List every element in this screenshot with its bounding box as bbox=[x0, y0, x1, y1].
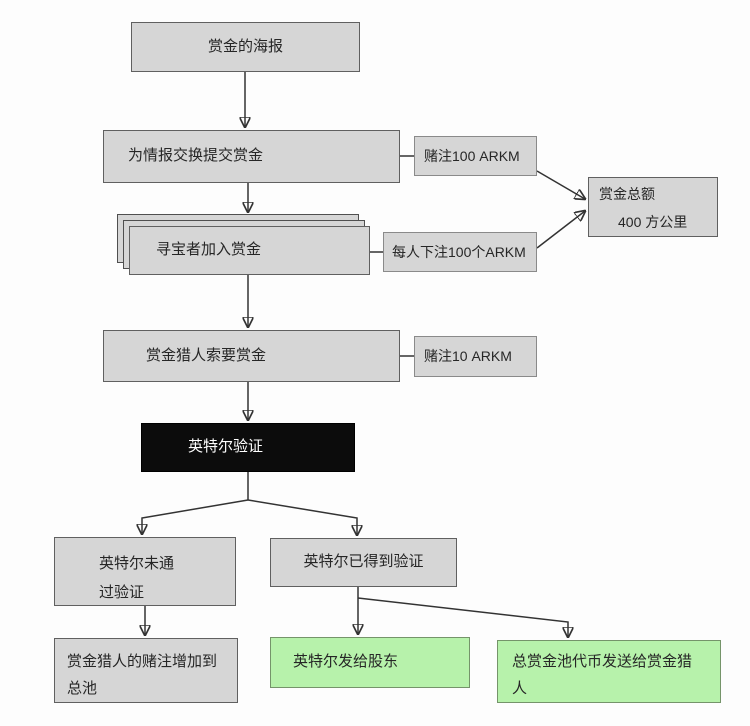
node-label: 赏金猎人索要赏金 bbox=[146, 346, 267, 364]
node-label: 英特尔发给股东 bbox=[293, 653, 399, 671]
node-label-line2: 总池 bbox=[67, 680, 98, 697]
node-label-line2: 过验证 bbox=[99, 584, 145, 602]
node-intel-to-stakeholders: 英特尔发给股东 bbox=[270, 637, 470, 688]
node-label: 英特尔验证 bbox=[188, 438, 264, 456]
node-stake-added-to-pool: 赏金猎人的赌注增加到 总池 bbox=[54, 638, 238, 703]
edge-verified-to-poolhunter bbox=[357, 597, 568, 637]
node-each-bet-100-arkm: 每人下注100个ARKM bbox=[383, 232, 537, 272]
node-label: 赏金的海报 bbox=[207, 37, 283, 55]
node-intel-verification: 英特尔验证 bbox=[141, 423, 355, 472]
node-intel-verified: 英特尔已得到验证 bbox=[270, 538, 457, 587]
node-label: 英特尔已得到验证 bbox=[303, 553, 424, 571]
node-hunters-join: 寻宝者加入赏金 bbox=[129, 226, 370, 275]
node-intel-not-verified: 英特尔未通 过验证 bbox=[54, 537, 236, 606]
node-bet-10-arkm: 赌注10 ARKM bbox=[414, 336, 537, 377]
node-label-line2: 人 bbox=[512, 680, 528, 697]
node-hunter-claims-bounty: 赏金猎人索要赏金 bbox=[103, 330, 400, 382]
edge-eachbet-to-total bbox=[536, 211, 585, 249]
node-label: 每人下注100个ARKM bbox=[392, 243, 526, 260]
edge-verify-to-notverified bbox=[142, 499, 249, 534]
edge-verify-to-verified bbox=[247, 499, 357, 535]
node-label: 赌注100 ARKM bbox=[424, 147, 520, 164]
node-label-line1: 赏金猎人的赌注增加到 bbox=[67, 653, 218, 670]
node-submit-bounty: 为情报交换提交赏金 bbox=[103, 130, 400, 183]
node-bet-100-arkm: 赌注100 ARKM bbox=[414, 136, 537, 176]
node-label-line1: 英特尔未通 bbox=[99, 555, 175, 572]
node-pool-tokens-to-hunter: 总赏金池代币发送给赏金猎 人 bbox=[497, 640, 721, 703]
node-label: 为情报交换提交赏金 bbox=[128, 147, 264, 165]
node-label-line2: 400 方公里 bbox=[618, 213, 688, 230]
node-label-line1: 总赏金池代币发送给赏金猎 bbox=[512, 653, 693, 670]
node-label: 赌注10 ARKM bbox=[424, 348, 512, 365]
node-bounty-poster: 赏金的海报 bbox=[131, 22, 360, 72]
edge-bet100-to-total bbox=[536, 170, 585, 199]
node-label: 寻宝者加入赏金 bbox=[156, 241, 262, 259]
node-label-line1: 赏金总额 bbox=[599, 186, 655, 202]
node-bounty-total: 赏金总额 400 方公里 bbox=[588, 177, 718, 237]
